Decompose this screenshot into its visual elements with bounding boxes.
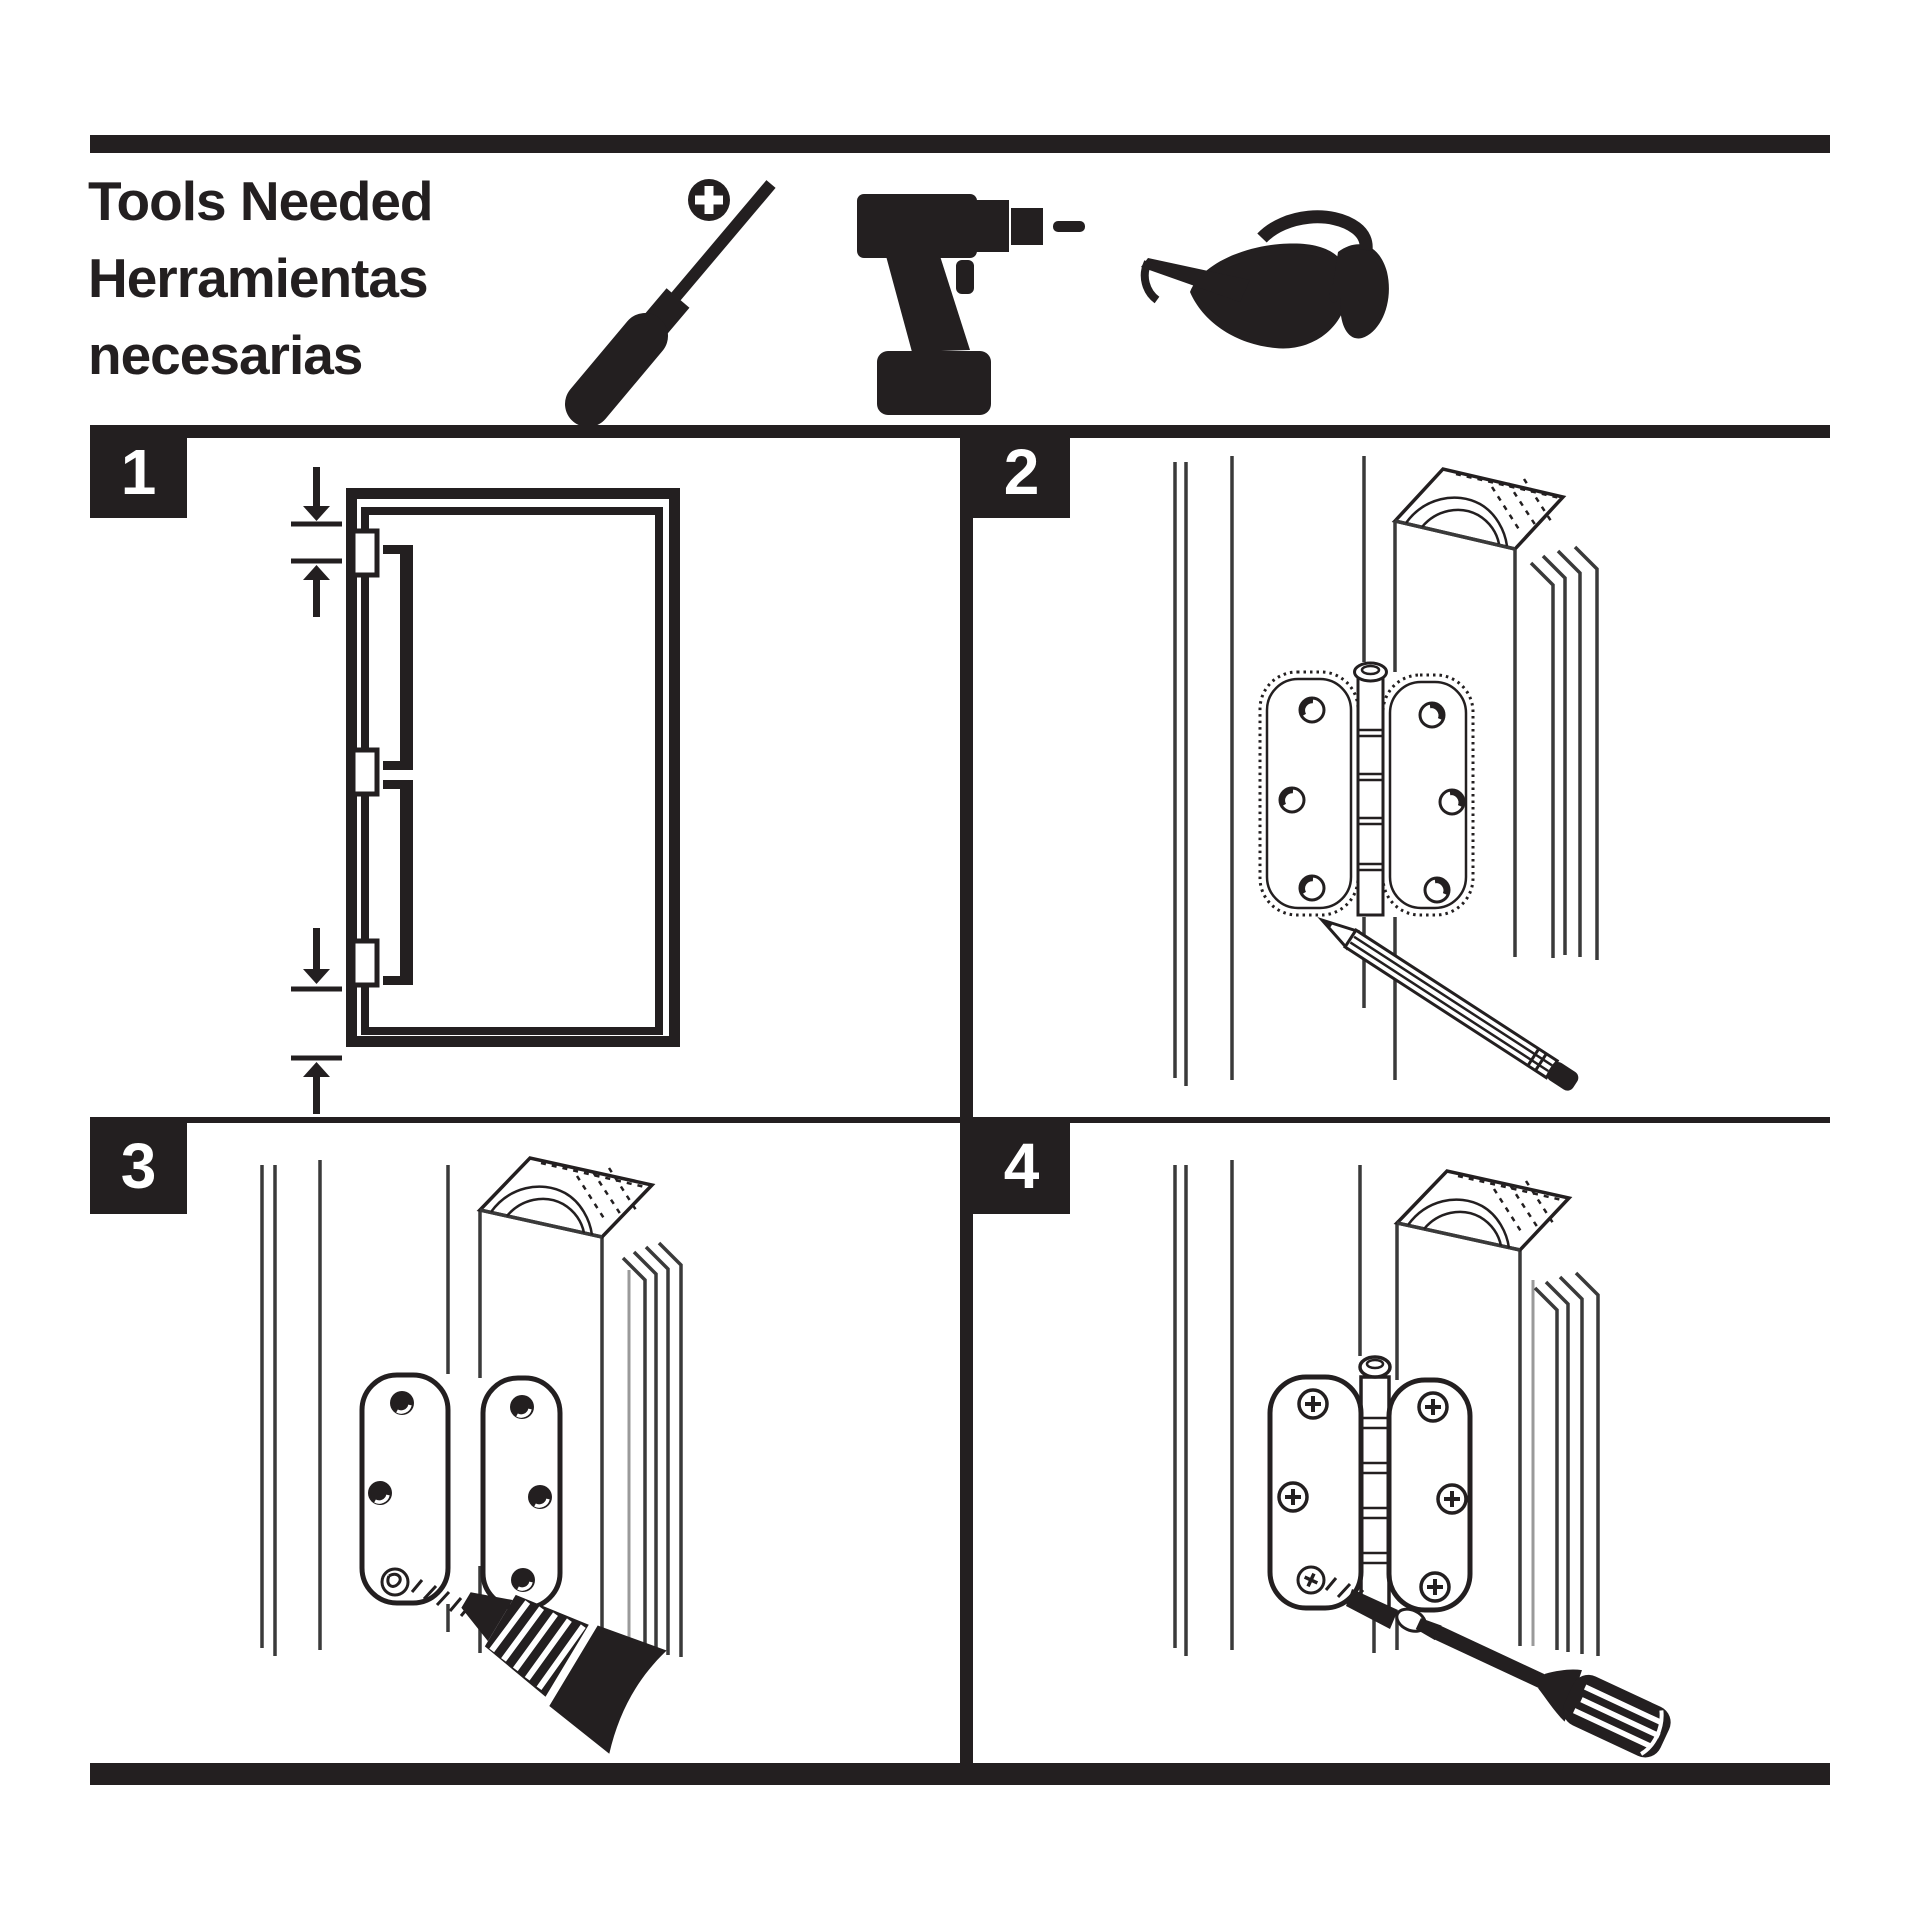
hinge-traced-outline [1258, 661, 1475, 917]
hinge-open-leaves [359, 1372, 563, 1611]
screw-being-tightened [1296, 1565, 1398, 1629]
page-title: Tools Needed Herramientas necesarias [88, 163, 508, 394]
cordless-drill-icon [857, 194, 1085, 415]
title-line-es-2: necesarias [88, 324, 363, 386]
step-2-number: 2 [1003, 435, 1040, 508]
pencil-icon [1317, 916, 1579, 1091]
phillips-screwdriver-icon [565, 179, 776, 427]
step-2-badge: 2 [973, 425, 1070, 518]
title-line-es-1: Herramientas [88, 247, 429, 309]
grid-vertical-divider [960, 425, 973, 1763]
step-4-number: 4 [1003, 1129, 1040, 1202]
grid-row-divider [90, 1117, 1830, 1123]
step-1-badge: 1 [90, 425, 187, 518]
step-1-number: 1 [120, 435, 157, 508]
door-hinge-spacing-diagram [291, 467, 680, 1114]
top-gap-arrows [291, 467, 342, 617]
drive-screws-with-drill-illustration [260, 1156, 683, 1754]
screw-being-driven [380, 1567, 473, 1617]
header-rule [90, 135, 1830, 153]
tighten-screws-with-screwdriver-illustration [1173, 1160, 1671, 1758]
hinge-installed [1267, 1355, 1473, 1613]
hinge-span-brackets [383, 545, 413, 985]
step-4-badge: 4 [973, 1117, 1070, 1214]
step-3-number: 3 [120, 1129, 157, 1202]
step-3-badge: 3 [90, 1117, 187, 1214]
safety-glasses-icon [1140, 210, 1389, 349]
screwdriver-icon [1395, 1607, 1671, 1758]
drill-driver-icon [461, 1592, 667, 1754]
bottom-gap-arrows [291, 928, 342, 1114]
grid-bottom-border [90, 1763, 1830, 1785]
trace-hinge-with-pencil-illustration [1173, 456, 1599, 1091]
title-line-en: Tools Needed [88, 170, 434, 232]
